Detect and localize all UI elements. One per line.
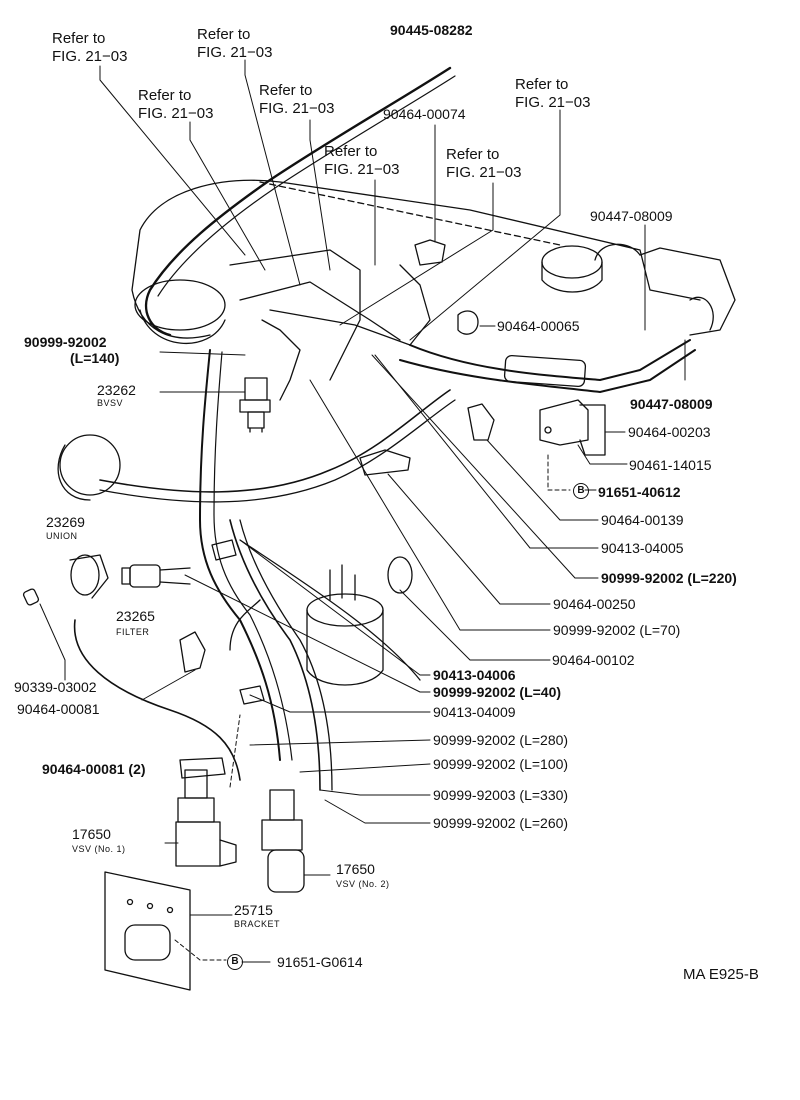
part-label: 90339-03002 <box>14 679 97 695</box>
hose-left-main <box>199 349 281 761</box>
part-label: 90999-92002 (L=280) <box>433 732 569 748</box>
clamp-00074 <box>414 239 446 266</box>
filter-23265 <box>121 564 191 588</box>
part-label: (L=140) <box>70 350 120 366</box>
refer-to-label: Refer to FIG. 21−03 <box>324 143 399 179</box>
cap-right <box>541 245 603 279</box>
part-label: 90445-08282 <box>390 22 473 38</box>
part-label: 90999-92002 <box>24 334 107 350</box>
refer-line-1: Refer to <box>52 30 106 47</box>
part-label: 91651-G0614 <box>277 954 363 970</box>
refer-to-label: Refer to FIG. 21−03 <box>515 76 590 112</box>
refer-line-2: FIG. 21−03 <box>446 164 522 181</box>
part-label: 23262 <box>97 382 136 398</box>
refer-to-label: Refer to FIG. 21−03 <box>446 146 521 182</box>
canister-center <box>306 564 384 686</box>
vsv-no2 <box>261 789 305 893</box>
part-label: 90464-00065 <box>497 318 580 334</box>
part-label: 91651-40612 <box>598 484 681 500</box>
vsv-no1 <box>175 769 237 867</box>
part-label: 23265 <box>116 608 155 624</box>
part-sublabel: FILTER <box>116 627 150 637</box>
refer-line-1: Refer to <box>197 26 251 43</box>
part-label: 90447-08009 <box>590 208 673 224</box>
bvsv-23262 <box>239 377 271 433</box>
clamp-00065 <box>457 310 479 335</box>
refer-line-1: Refer to <box>259 82 313 99</box>
part-label: 90447-08009 <box>630 396 713 412</box>
refer-to-label: Refer to FIG. 21−03 <box>259 82 334 118</box>
part-label: 90461-14015 <box>629 457 712 473</box>
part-label: 90464-00081 <box>17 701 100 717</box>
part-label: 90413-04009 <box>433 704 516 720</box>
refer-line-1: Refer to <box>446 146 500 163</box>
b-marker-icon: B <box>227 954 243 970</box>
refer-line-2: FIG. 21−03 <box>138 105 214 122</box>
distributor <box>639 247 736 336</box>
round-part-left <box>59 434 121 496</box>
part-label: 90999-92002 (L=70) <box>553 622 681 638</box>
union-23269 <box>22 554 109 606</box>
engine-outline <box>131 179 701 339</box>
refer-to-label: Refer to FIG. 21−03 <box>138 87 213 123</box>
refer-line-2: FIG. 21−03 <box>197 44 273 61</box>
part-label: 90464-00139 <box>601 512 684 528</box>
refer-line-2: FIG. 21−03 <box>515 94 591 111</box>
part-label: 90464-00081 (2) <box>42 761 146 777</box>
part-sublabel: BVSV <box>97 398 124 408</box>
part-label: 90464-00250 <box>553 596 636 612</box>
part-sublabel: VSV (No. 2) <box>336 879 390 889</box>
part-label: 90464-00074 <box>383 106 466 122</box>
part-label: 23269 <box>46 514 85 530</box>
clamp-00081 <box>179 631 206 673</box>
refer-line-1: Refer to <box>324 143 378 160</box>
part-label: 90999-92002 (L=40) <box>433 684 562 700</box>
clamp-00081-pair <box>179 757 226 779</box>
part-label: 90999-92003 (L=330) <box>433 787 569 803</box>
part-label: 90999-92002 (L=100) <box>433 756 569 772</box>
canister-left <box>134 279 226 331</box>
refer-to-label: Refer to FIG. 21−03 <box>197 26 272 62</box>
part-label: 90413-04006 <box>433 667 516 683</box>
refer-to-label: Refer to FIG. 21−03 <box>52 30 127 66</box>
drawing-id: MA E925-B <box>683 966 759 983</box>
bracket-25715 <box>104 871 191 991</box>
refer-line-2: FIG. 21−03 <box>52 48 128 65</box>
part-label: 90413-04005 <box>601 540 684 556</box>
part-label: 90464-00102 <box>552 652 635 668</box>
part-sublabel: VSV (No. 1) <box>72 844 126 854</box>
hose-top-long <box>144 66 452 337</box>
refer-line-2: FIG. 21−03 <box>259 100 335 117</box>
refer-line-2: FIG. 21−03 <box>324 161 400 178</box>
part-label: 25715 <box>234 902 273 918</box>
part-sublabel: BRACKET <box>234 919 281 929</box>
part-sublabel: UNION <box>46 531 78 541</box>
bracket-right <box>539 399 589 446</box>
part-label: 17650 <box>72 826 111 842</box>
part-label: 90999-92002 (L=260) <box>433 815 569 831</box>
refer-line-1: Refer to <box>138 87 192 104</box>
refer-line-1: Refer to <box>515 76 569 93</box>
clip-00102 <box>387 556 413 594</box>
clamp-00139 <box>467 403 495 441</box>
b-marker-icon: B <box>573 483 589 499</box>
hose-sleeve <box>503 354 587 388</box>
clamp-00250 <box>359 449 411 476</box>
part-label: 90464-00203 <box>628 424 711 440</box>
part-label: 90999-92002 (L=220) <box>601 570 737 586</box>
part-label: 17650 <box>336 861 375 877</box>
